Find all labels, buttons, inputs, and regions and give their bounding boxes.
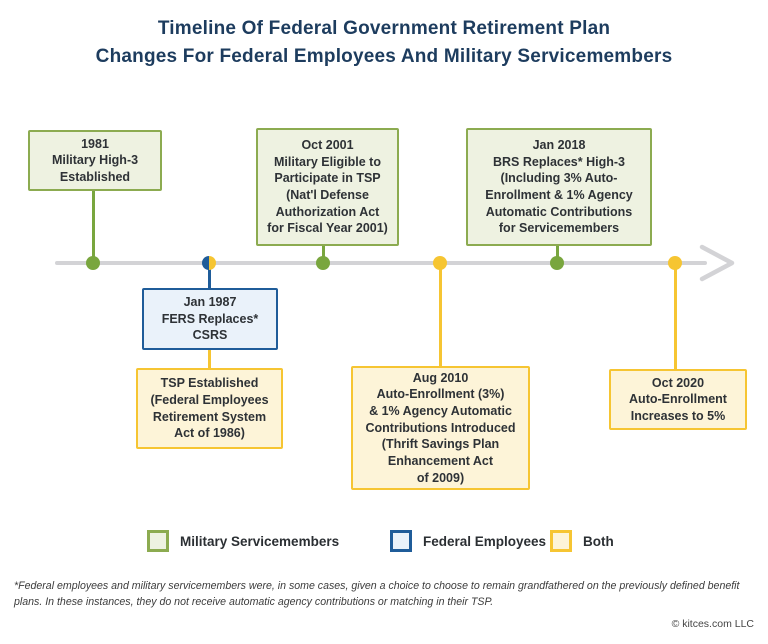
marker-oct-2001: [316, 256, 330, 270]
legend-label: Federal Employees: [423, 533, 547, 549]
right-arrow-icon: [699, 244, 735, 282]
connector-aug-2010: [438, 261, 442, 368]
connector-1981: [91, 189, 95, 265]
legend-item-federal-employees: Federal Employees: [390, 530, 546, 552]
connector-tsp-1986: [207, 348, 211, 370]
connector-oct-2001: [321, 244, 325, 265]
event-box-jan-1987: Jan 1987 FERS Replaces* CSRS: [142, 288, 278, 350]
page-title: Timeline Of Federal Government Retiremen…: [0, 15, 768, 70]
legend-swatch-federal: [390, 530, 412, 552]
marker-1987-split: [202, 256, 216, 270]
legend-label: Both: [583, 533, 614, 549]
event-box-aug-2010: Aug 2010 Auto-Enrollment (3%) & 1% Agenc…: [351, 366, 530, 490]
connector-jan-1987: [207, 261, 211, 290]
legend-label: Military Servicemembers: [180, 533, 340, 549]
marker-oct-2020: [668, 256, 682, 270]
legend-item-military-servicemembers: Military Servicemembers: [147, 530, 339, 552]
page-title-line-2: Changes For Federal Employees And Milita…: [95, 45, 673, 67]
footnote: *Federal employees and military servicem…: [14, 580, 740, 608]
marker-aug-2010: [433, 256, 447, 270]
page-title-line-1: Timeline Of Federal Government Retiremen…: [157, 18, 611, 39]
event-box-jan-2018: Jan 2018 BRS Replaces* High-3 (Including…: [466, 128, 652, 246]
connector-jan-2018: [555, 244, 559, 265]
event-box-oct-2001: Oct 2001 Military Eligible to Participat…: [256, 128, 399, 246]
timeline-axis: [55, 261, 707, 265]
marker-1981: [86, 256, 100, 270]
legend-swatch-military: [147, 530, 169, 552]
legend-swatch-both: [550, 530, 572, 552]
event-box-1981: 1981 Military High-3 Established: [28, 130, 162, 191]
marker-jan-2018: [550, 256, 564, 270]
event-box-oct-2020: Oct 2020 Auto-Enrollment Increases to 5%: [609, 369, 747, 430]
event-box-tsp-established: TSP Established (Federal Employees Retir…: [136, 368, 283, 449]
copyright: © kitces.com LLC: [671, 618, 754, 630]
legend-item-both: Both: [550, 530, 614, 552]
connector-oct-2020: [673, 261, 677, 371]
